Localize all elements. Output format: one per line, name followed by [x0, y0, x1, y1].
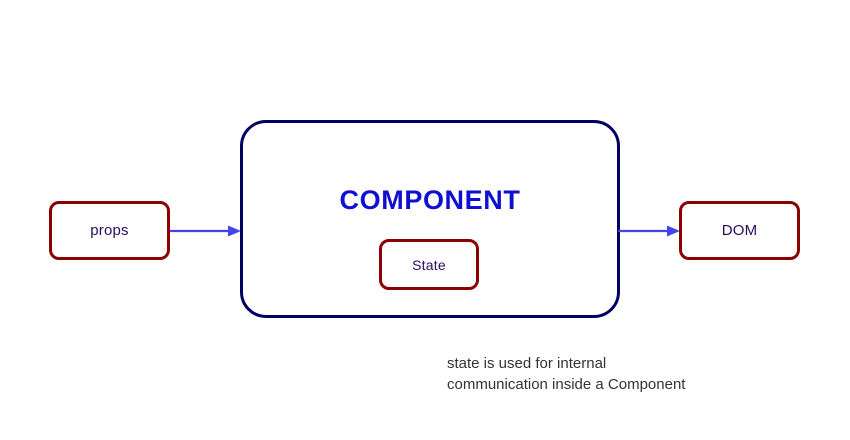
arrow-component-to-dom: [618, 222, 681, 240]
props-node-label: props: [90, 222, 129, 239]
caption-text: state is used for internal communication…: [447, 355, 686, 393]
dom-node: DOM: [679, 201, 800, 260]
component-title: COMPONENT: [339, 185, 521, 215]
arrow-props-to-component: [170, 222, 242, 240]
state-node: State: [379, 239, 479, 290]
dom-node-label: DOM: [721, 222, 758, 239]
props-node: props: [49, 201, 170, 260]
state-node-label: State: [412, 256, 446, 273]
